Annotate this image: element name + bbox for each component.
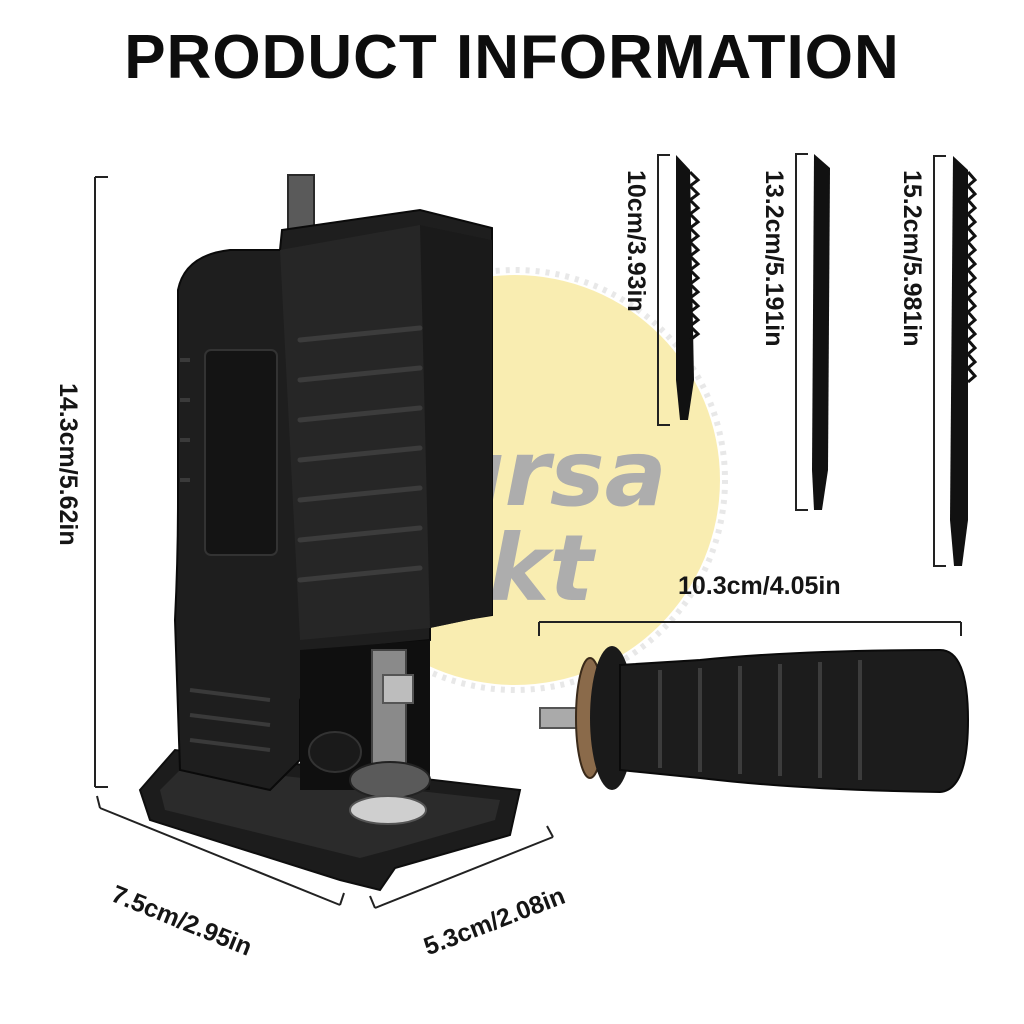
height-dimension-line <box>94 176 108 788</box>
blade-dimension-lines <box>657 153 946 567</box>
handle-dimension-line <box>538 621 962 636</box>
saw-blade-medium <box>812 154 830 510</box>
height-dimension-label: 14.3cm/5.62in <box>54 383 82 546</box>
depth-dimension-line <box>369 825 554 909</box>
handle-length-label: 10.3cm/4.05in <box>678 572 841 600</box>
saw-blade-small <box>676 155 701 420</box>
width-dimension-line <box>96 795 345 906</box>
blade-medium-label: 13.2cm/5.191in <box>760 170 788 347</box>
side-handle-illustration <box>539 646 970 794</box>
blade-small-label: 10cm/3.93in <box>622 170 650 312</box>
saw-adapter-illustration <box>138 174 522 892</box>
page-title: PRODUCT INFORMATION <box>124 23 900 92</box>
saw-blade-large <box>950 156 978 566</box>
blade-large-label: 15.2cm/5.981in <box>898 170 926 347</box>
